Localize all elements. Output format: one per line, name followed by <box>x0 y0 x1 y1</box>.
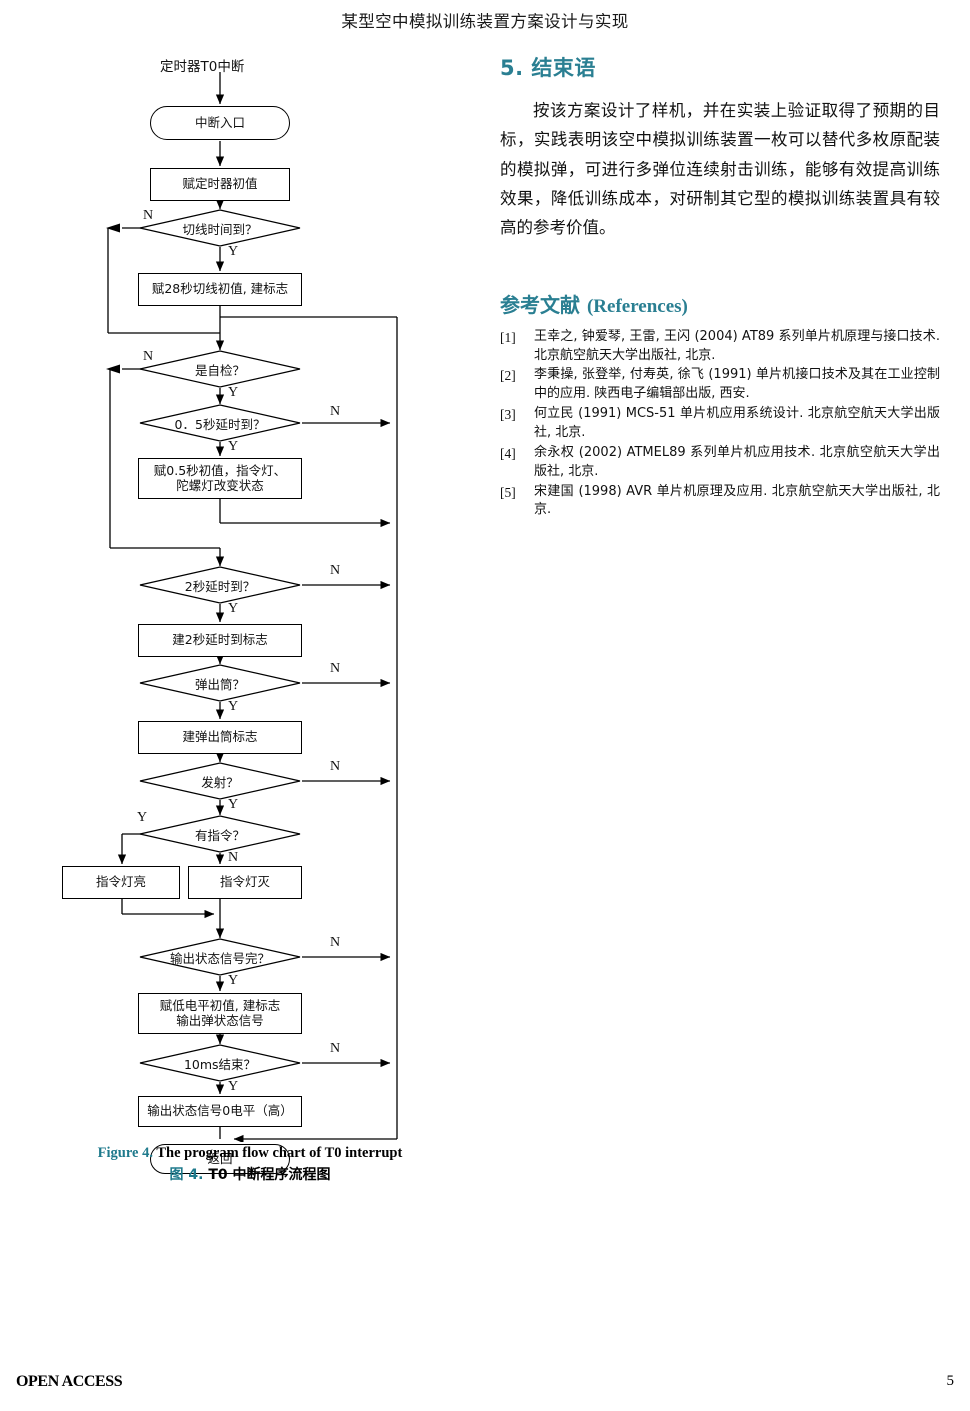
running-head: 某型空中模拟训练装置方案设计与实现 <box>341 12 629 31</box>
flow-node-set-low-level-output-status[interactable]: 赋低电平初值, 建标志 输出弹状态信号 <box>138 993 302 1034</box>
flow-start-label: 定时器T0中断 <box>160 59 245 75</box>
flow-node-set-2s-delay-flag[interactable]: 建2秒延时到标志 <box>138 624 302 657</box>
reference-text: 何立民 (1991) MCS-51 单片机应用系统设计. 北京航空航天大学出版社… <box>534 406 940 441</box>
figure-caption: Figure 4. The program flow chart of T0 i… <box>40 1143 460 1186</box>
reference-number: [1] <box>500 329 516 345</box>
page-number: 5 <box>946 1373 955 1389</box>
flow-decision-shape-2s-delay <box>139 566 301 604</box>
flow-decision-shape-launch <box>139 762 301 800</box>
reference-item: [2] 李秉操, 张登举, 付寿英, 徐飞 (1991) 单片机接口技术及其在工… <box>500 366 940 404</box>
flow-node-set-28s-cut-initial[interactable]: 赋28秒切线初值, 建标志 <box>138 273 302 306</box>
branch-label-d1-n: N <box>143 208 154 223</box>
branch-label-d2-y: Y <box>228 385 239 400</box>
branch-label-d6-n: N <box>330 759 341 774</box>
flow-node-output-status-zero-level[interactable]: 输出状态信号0电平（高） <box>138 1096 302 1127</box>
reference-text: 王幸之, 钟爱琴, 王雷, 王闪 (2004) AT89 系列单片机原理与接口技… <box>534 328 940 363</box>
flow-decision-shape-selftest <box>139 350 301 388</box>
flow-decision-shape-eject <box>139 664 301 702</box>
branch-label-d9-n: N <box>330 1041 341 1056</box>
flow-decision-shape-cut-time <box>139 209 301 247</box>
reference-number: [2] <box>500 368 516 384</box>
branch-label-d7-n: N <box>228 850 239 865</box>
branch-label-d3-y: Y <box>228 439 239 454</box>
section-heading-conclusion: 5. 结束语 <box>500 56 596 80</box>
flow-node-set-eject-flag[interactable]: 建弹出筒标志 <box>138 721 302 754</box>
page-footer: OPEN ACCESS 5 <box>0 1373 970 1393</box>
branch-label-d1-y: Y <box>228 244 239 259</box>
branch-label-d5-n: N <box>330 661 341 676</box>
references-heading: 参考文献 (References) <box>500 289 940 318</box>
flow-node-interrupt-entry[interactable]: 中断入口 <box>150 106 290 140</box>
branch-label-d5-y: Y <box>228 699 239 714</box>
branch-label-d8-y: Y <box>228 973 239 988</box>
figure-caption-en-key: Figure 4. <box>97 1145 153 1161</box>
flow-decision-shape-status-output-done <box>139 938 301 976</box>
references-heading-en: (References) <box>586 295 688 317</box>
reference-item: [3] 何立民 (1991) MCS-51 单片机应用系统设计. 北京航空航天大… <box>500 405 940 443</box>
figure-caption-cn-text: T0 中断程序流程图 <box>208 1166 331 1183</box>
branch-label-d7-y: Y <box>137 810 148 825</box>
reference-number: [4] <box>500 445 516 461</box>
reference-text: 余永权 (2002) ATMEL89 系列单片机应用技术. 北京航空航天大学出版… <box>534 444 940 479</box>
branch-label-d9-y: Y <box>228 1079 239 1094</box>
reference-text: 李秉操, 张登举, 付寿英, 徐飞 (1991) 单片机接口技术及其在工业控制中… <box>534 367 940 402</box>
figure-caption-cn-key: 图 4. <box>169 1166 204 1183</box>
flow-node-return[interactable]: 返回 <box>150 1144 290 1174</box>
reference-text: 宋建国 (1998) AVR 单片机原理及应用. 北京航空航天大学出版社, 北京… <box>534 483 940 518</box>
open-access-label: OPEN ACCESS <box>16 1373 123 1390</box>
flow-node-set-timer-initial[interactable]: 赋定时器初值 <box>150 168 290 201</box>
flow-node-set-05s-initial-lamps[interactable]: 赋0.5秒初值，指令灯、 陀螺灯改变状态 <box>138 458 302 499</box>
branch-label-d4-y: Y <box>228 601 239 616</box>
flowchart-t0-interrupt: 定时器T0中断 中断入口 赋定时器初值 切线时间到？ N Y 赋28秒切线初值,… <box>40 52 460 1142</box>
figure-column: 定时器T0中断 中断入口 赋定时器初值 切线时间到？ N Y 赋28秒切线初值,… <box>40 52 460 1202</box>
flow-node-command-lamp-on[interactable]: 指令灯亮 <box>62 866 180 899</box>
flow-decision-shape-10ms-end <box>139 1044 301 1082</box>
branch-label-d8-n: N <box>330 935 341 950</box>
flow-decision-shape-has-command <box>139 815 301 853</box>
section-paragraph-conclusion: 按该方案设计了样机，并在实装上验证取得了预期的目标，实践表明该空中模拟训练装置一… <box>500 101 940 238</box>
branch-label-d4-n: N <box>330 563 341 578</box>
figure-caption-cn: 图 4. T0 中断程序流程图 <box>40 1165 460 1186</box>
text-column: 5. 结束语 按该方案设计了样机，并在实装上验证取得了预期的目标，实践表明该空中… <box>500 52 940 521</box>
reference-number: [3] <box>500 407 516 423</box>
branch-label-d2-n: N <box>143 349 154 364</box>
branch-label-d6-y: Y <box>228 797 239 812</box>
reference-item: [1] 王幸之, 钟爱琴, 王雷, 王闪 (2004) AT89 系列单片机原理… <box>500 328 940 366</box>
reference-item: [4] 余永权 (2002) ATMEL89 系列单片机应用技术. 北京航空航天… <box>500 444 940 482</box>
flow-decision-shape-05s-delay <box>139 404 301 442</box>
branch-label-d3-n: N <box>330 404 341 419</box>
references-heading-cn: 参考文献 <box>500 292 580 317</box>
reference-number: [5] <box>500 484 516 500</box>
figure-caption-en-text: The program flow chart of T0 interrupt <box>156 1145 403 1161</box>
figure-caption-en: Figure 4. The program flow chart of T0 i… <box>40 1143 460 1165</box>
flow-node-command-lamp-off[interactable]: 指令灯灭 <box>188 866 302 899</box>
reference-item: [5] 宋建国 (1998) AVR 单片机原理及应用. 北京航空航天大学出版社… <box>500 483 940 521</box>
references-list: [1] 王幸之, 钟爱琴, 王雷, 王闪 (2004) AT89 系列单片机原理… <box>500 328 940 520</box>
